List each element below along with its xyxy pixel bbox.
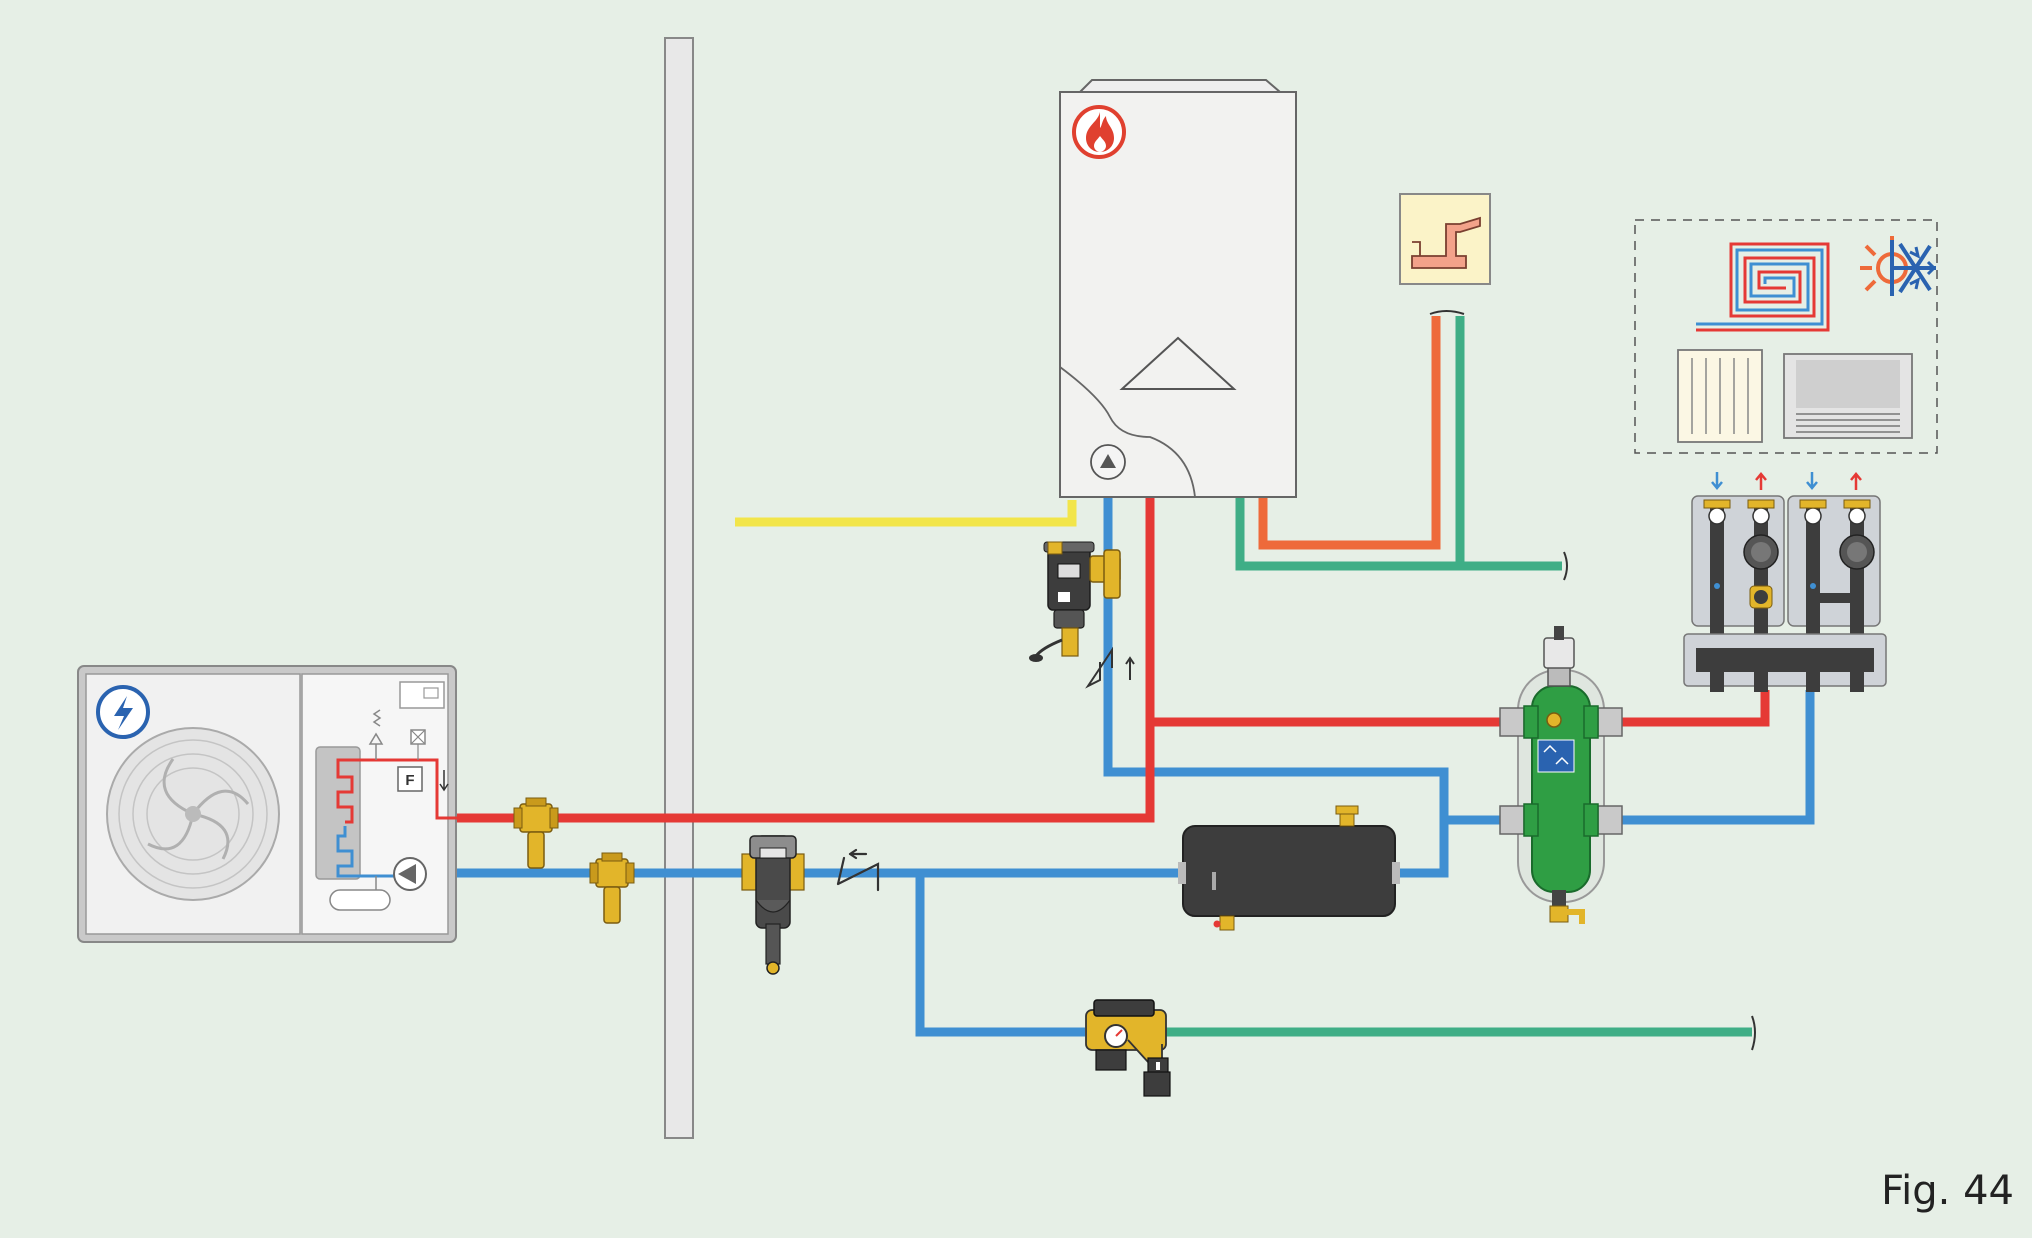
underfloor-coil-icon: [1696, 242, 1830, 332]
flow-meter: [397, 766, 423, 792]
control-panel: [399, 681, 445, 709]
figure-label: Fig. 44: [1881, 1168, 2014, 1214]
boiler-check-valve-icon: [1085, 646, 1135, 689]
exchanger-cold-coil: [336, 826, 410, 878]
heat-pump-unit: F: [77, 665, 458, 943]
hydraulic-separator: [1499, 626, 1623, 924]
terminal-emitters: [1634, 219, 1938, 454]
expansion-vessel: [329, 889, 391, 911]
gas-pipe: [735, 500, 1077, 527]
cold-water-to-boiler-pipe: [1235, 497, 1562, 571]
separator-nameplate: [1537, 739, 1575, 773]
flow-meter-label: F: [405, 772, 414, 789]
pipe-break-mark: [1563, 551, 1568, 581]
return-ball-valve: [589, 852, 635, 924]
radiator-icon: [1677, 349, 1763, 443]
magnetic-dirt-separator: [741, 835, 805, 975]
flow-arrow-supply: [1755, 472, 1767, 490]
flow-arrow-return: [1711, 472, 1723, 490]
lightning-icon: [96, 685, 150, 739]
flame-icon: [1072, 105, 1126, 159]
hot-water-to-tap-pipe: [1258, 316, 1441, 550]
faucet-icon: [1399, 193, 1491, 285]
check-valve-icon: [836, 848, 880, 892]
boiler-supply-pipe: [430, 497, 1155, 823]
inertial-tank: [1178, 805, 1400, 931]
flow-arrow-supply: [1850, 472, 1862, 490]
heat-exchanger: [315, 746, 361, 880]
heat-cool-icon: [1860, 236, 1937, 296]
supply-ball-valve: [513, 797, 559, 869]
fill-branch-pipe: [915, 873, 1085, 1037]
exchanger-hot-coil: [336, 758, 372, 824]
flow-arrow-return: [1806, 472, 1818, 490]
manifold-to-separator-return-pipe: [1600, 690, 1815, 825]
separator-to-manifold-supply-pipe: [1600, 690, 1770, 727]
safety-valve-icon: [368, 709, 384, 760]
circulation-pump-icon: [393, 857, 427, 891]
flow-direction-arrow: [439, 770, 449, 792]
pipe-break-mark: [1429, 310, 1465, 315]
fan-coil-icon: [1783, 353, 1913, 439]
gas-boiler: [1059, 79, 1297, 498]
boiler-dirt-separator: [1029, 541, 1121, 662]
filling-unit: [1085, 999, 1171, 1097]
burner-icon: [1119, 336, 1237, 390]
building-wall: [664, 37, 694, 1139]
pump-manifold-stations: [1683, 472, 1887, 692]
tank-to-separator-return-pipe: [1395, 815, 1500, 878]
boiler-pump-icon: [1090, 444, 1126, 480]
fan-icon: [106, 727, 280, 901]
pipe-break-mark: [1751, 1015, 1756, 1051]
